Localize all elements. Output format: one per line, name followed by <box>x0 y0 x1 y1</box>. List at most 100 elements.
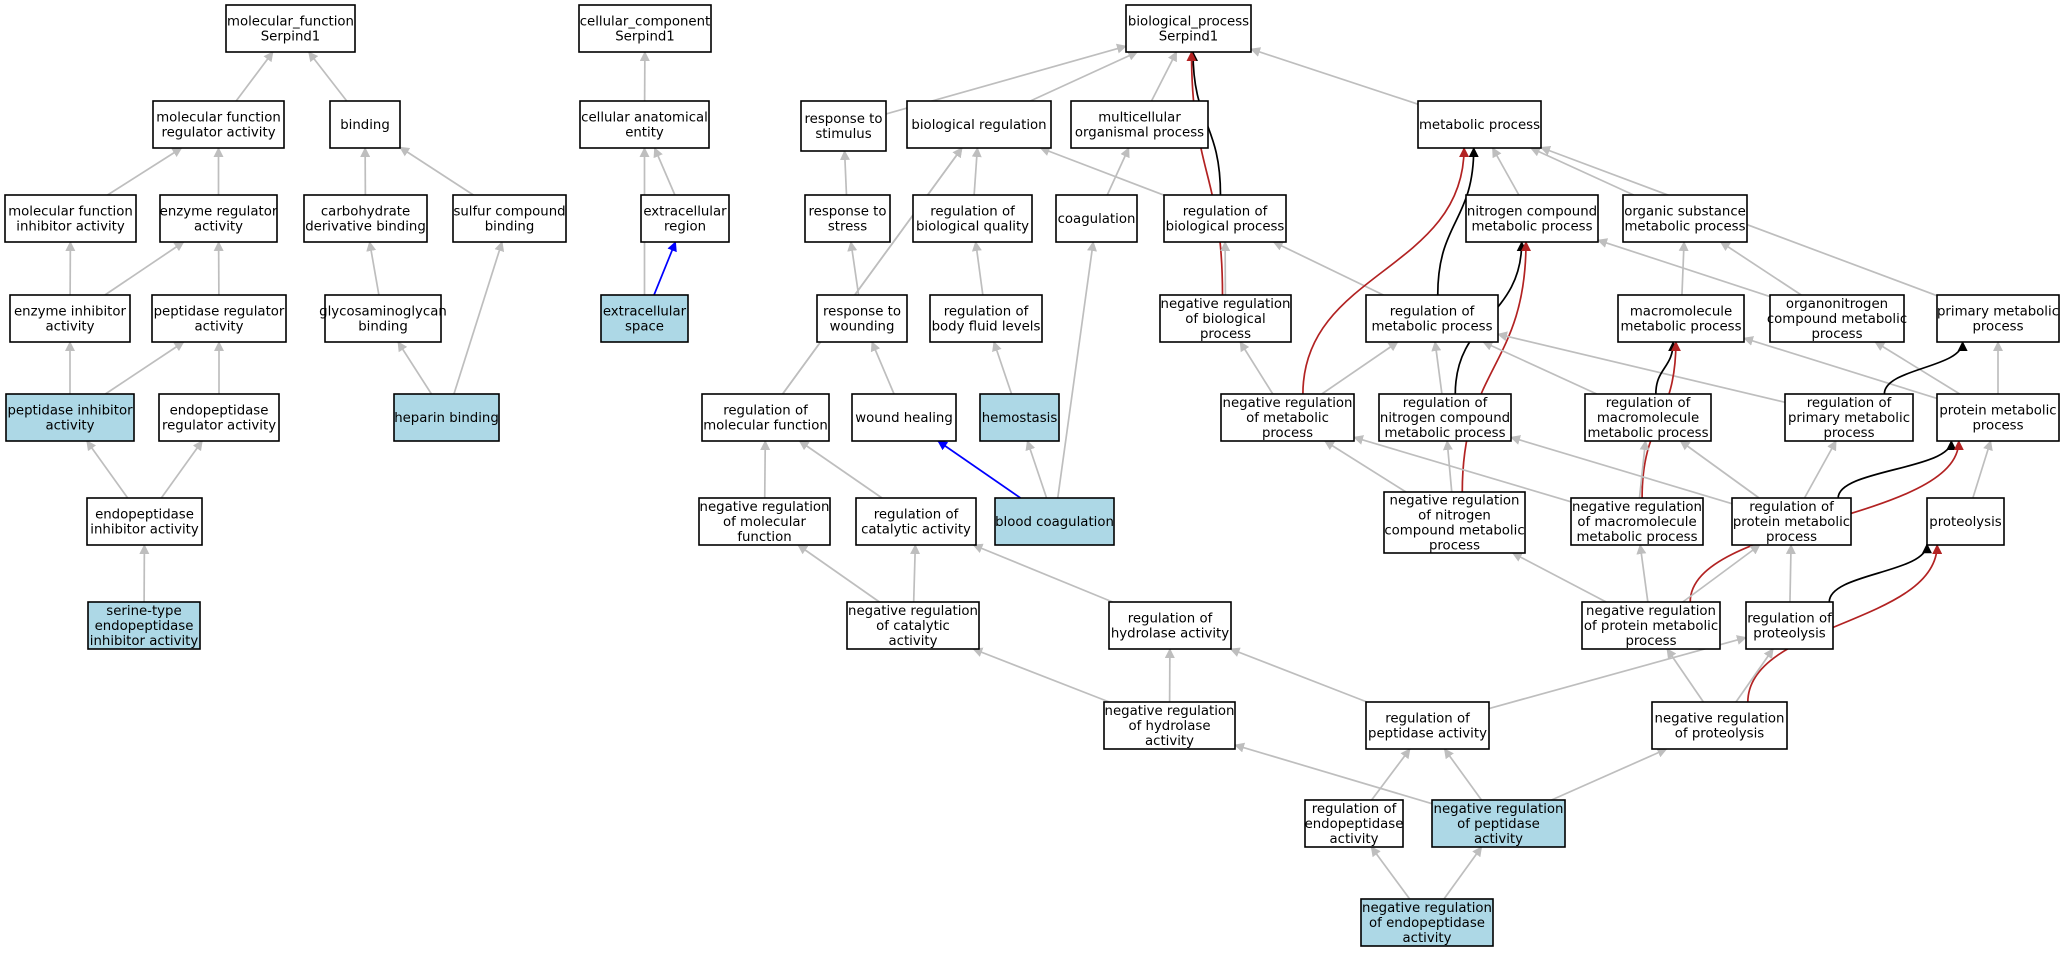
edge-is-a-endopep-inhib-to-pep-inhib <box>86 440 129 499</box>
go-term-node-binding[interactable]: binding <box>329 100 401 149</box>
go-term-node-coag[interactable]: coagulation <box>1055 194 1138 243</box>
go-term-node-hemostasis[interactable]: hemostasis <box>979 393 1060 442</box>
edge-part-of-blood-coag-to-wound-heal <box>937 440 1021 499</box>
go-term-label-line: endopeptidase <box>170 404 269 419</box>
edge-is-a-hemostasis-to-reg-body-fluid <box>992 341 1013 395</box>
edge-is-a-neg-reg-endopep-to-neg-reg-pep <box>1443 846 1483 900</box>
edge-is-a-proteolysis-to-prot-metab <box>1972 440 1993 499</box>
go-term-box <box>1926 497 2005 546</box>
edge-is-a-prot-metab-to-organonitro <box>1874 341 1961 395</box>
edge-is-a-reg-prot-metab-to-reg-prim <box>1803 440 1837 499</box>
go-term-node-heparin[interactable]: heparin binding <box>393 393 500 442</box>
go-term-box <box>640 194 730 243</box>
go-term-label-line: process <box>1972 320 2023 335</box>
go-term-label-line: activity <box>194 220 243 235</box>
go-term-box <box>393 393 500 442</box>
edge-is-a-neg-reg-endopep-to-reg-endopep <box>1370 846 1411 900</box>
edge-is-a-neg-reg-pep-to-reg-pep-act <box>1443 748 1483 801</box>
go-term-node-metab[interactable]: metabolic process <box>1417 100 1542 149</box>
go-term-label-line: regulation of <box>1747 612 1832 627</box>
go-term-node-proteolysis[interactable]: proteolysis <box>1926 497 2005 546</box>
go-term-label-line: macromolecule <box>1630 305 1732 320</box>
go-term-label-line: negative regulation <box>1362 901 1492 916</box>
edge-is-a-gag-bind-to-carb-bind <box>366 241 380 296</box>
go-term-label-line: negative regulation <box>1434 802 1564 817</box>
go-term-label-line: regulation of <box>723 404 808 419</box>
edge-is-a-macro-metab-to-org-sub <box>1678 241 1689 296</box>
go-term-box <box>225 4 356 53</box>
go-term-node-wound-heal[interactable]: wound healing <box>851 393 957 442</box>
go-term-box <box>1055 194 1138 243</box>
edge-is-a-nitro-metab-to-metab <box>1491 147 1520 196</box>
go-term-node-blood-coag[interactable]: blood coagulation <box>994 497 1115 546</box>
go-term-label-line: biological process <box>1166 220 1285 235</box>
go-term-node-bio-reg[interactable]: biological regulation <box>906 100 1052 149</box>
edge-is-a-reg-metab-to-reg-bio-proc <box>1272 241 1384 296</box>
go-term-label-line: regulation of <box>930 205 1015 220</box>
edge-is-a-neg-reg-metab-to-reg-metab <box>1321 341 1399 395</box>
go-term-box <box>929 294 1043 343</box>
go-term-label-line: regulation of <box>1385 712 1470 727</box>
go-term-label-line: primary metabolic <box>1788 411 1910 426</box>
edge-is-a-reg-hydrolase-to-reg-cat <box>972 543 1113 603</box>
edge-is-a-reg-mol-func-to-bio-reg <box>781 147 963 395</box>
go-term-box <box>1936 294 2060 343</box>
edge-is-a-org-sub-to-metab <box>1529 147 1634 196</box>
edge-negatively-regulates-neg-reg-bio-to-bp-root <box>1186 51 1224 296</box>
